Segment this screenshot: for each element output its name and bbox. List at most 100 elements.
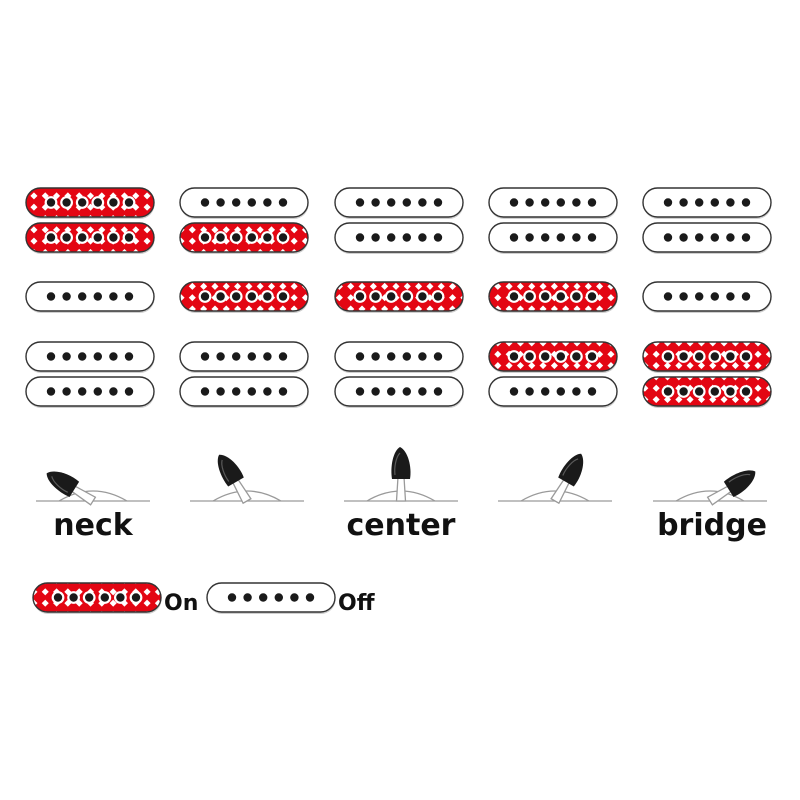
- pole-piece: [232, 198, 241, 207]
- pole-piece: [216, 387, 225, 396]
- neck-pickup-bottom-coil: [642, 222, 772, 254]
- pole-piece: [741, 352, 751, 361]
- switch-lever: [706, 470, 756, 506]
- pole-piece: [679, 233, 688, 242]
- pole-piece: [679, 292, 688, 301]
- lever-switch-neck-mid: [190, 454, 304, 505]
- pole-piece: [109, 198, 118, 207]
- switch-slot-arc: [520, 490, 590, 502]
- legend: On Off: [32, 582, 376, 616]
- pole-piece: [62, 352, 71, 361]
- pole-piece: [418, 352, 427, 361]
- pole-piece: [263, 198, 272, 207]
- bridge-pickup-bottom-coil: [179, 376, 309, 408]
- pole-piece: [124, 352, 134, 361]
- pole-piece: [433, 352, 443, 361]
- pole-piece: [387, 352, 396, 361]
- pole-piece: [200, 233, 210, 242]
- position-column: [25, 187, 155, 408]
- switch-slot-arc: [212, 490, 282, 502]
- pole-piece: [355, 292, 365, 301]
- pole-piece: [509, 387, 519, 396]
- switch-row: [36, 447, 767, 506]
- middle-pickup-coil: [642, 281, 772, 313]
- pole-piece: [726, 233, 735, 242]
- coil-body: [334, 376, 464, 407]
- coil-body: [206, 582, 336, 613]
- neck-pickup-bottom-coil: [334, 222, 464, 254]
- pole-piece: [274, 593, 283, 602]
- pole-piece: [402, 233, 411, 242]
- pole-piece: [355, 198, 365, 207]
- pole-piece: [78, 198, 87, 207]
- coil-body: [642, 187, 772, 218]
- bridge-pickup-top-coil: [642, 341, 772, 373]
- pole-piece: [290, 593, 299, 602]
- pole-piece: [216, 292, 225, 301]
- lever-tip: [391, 447, 411, 479]
- pole-piece: [371, 387, 380, 396]
- pole-piece: [525, 198, 534, 207]
- pole-piece: [259, 593, 268, 602]
- bridge-pickup-top-coil: [179, 341, 309, 373]
- pole-piece: [509, 292, 519, 301]
- pole-piece: [587, 387, 597, 396]
- pole-piece: [695, 292, 704, 301]
- pole-piece: [216, 233, 225, 242]
- pole-piece: [741, 387, 751, 396]
- coil-body: [642, 222, 772, 253]
- pole-piece: [200, 198, 210, 207]
- lever-tip-highlight: [221, 459, 230, 482]
- pole-piece: [53, 593, 63, 602]
- position-labels: neck center bridge: [53, 508, 767, 543]
- bridge-pickup-bottom-coil: [488, 376, 618, 408]
- pole-piece: [305, 593, 315, 602]
- coil-body: [488, 187, 618, 218]
- pole-piece: [525, 233, 534, 242]
- coil-body: [25, 341, 155, 372]
- pole-piece: [741, 198, 751, 207]
- position-label-center: center: [347, 508, 456, 543]
- position-column: [642, 187, 772, 408]
- pole-piece: [541, 198, 550, 207]
- pole-piece: [227, 593, 237, 602]
- pole-piece: [572, 292, 581, 301]
- neck-pickup-top-coil: [334, 187, 464, 219]
- coil-body: [488, 376, 618, 407]
- pole-piece: [247, 198, 256, 207]
- coil-body: [179, 341, 309, 372]
- pole-piece: [509, 352, 519, 361]
- pole-piece: [587, 198, 597, 207]
- pole-piece: [124, 233, 134, 242]
- coil-body: [334, 341, 464, 372]
- pole-piece: [433, 233, 443, 242]
- lever-tip: [558, 453, 584, 487]
- pole-piece: [418, 233, 427, 242]
- pole-piece: [387, 233, 396, 242]
- lever-tip-highlight: [562, 458, 579, 476]
- pole-piece: [46, 292, 56, 301]
- bridge-pickup-bottom-coil: [334, 376, 464, 408]
- pole-piece: [355, 352, 365, 361]
- pole-piece: [572, 233, 581, 242]
- pole-piece: [78, 292, 87, 301]
- pole-piece: [525, 292, 534, 301]
- lever-switch-bridge: [653, 470, 767, 506]
- pole-piece: [243, 593, 252, 602]
- pole-piece: [263, 352, 272, 361]
- pole-piece: [232, 352, 241, 361]
- coil-body: [642, 376, 772, 407]
- pole-piece: [387, 198, 396, 207]
- pole-piece: [726, 387, 735, 396]
- switch-lever: [550, 453, 584, 505]
- pole-piece: [541, 387, 550, 396]
- pole-piece: [263, 387, 272, 396]
- pole-piece: [726, 198, 735, 207]
- lever-tip: [217, 454, 244, 487]
- pole-piece: [62, 387, 71, 396]
- pole-piece: [710, 387, 719, 396]
- coil-body: [179, 376, 309, 407]
- coil-body: [179, 187, 309, 218]
- pole-piece: [387, 292, 396, 301]
- pole-piece: [587, 292, 597, 301]
